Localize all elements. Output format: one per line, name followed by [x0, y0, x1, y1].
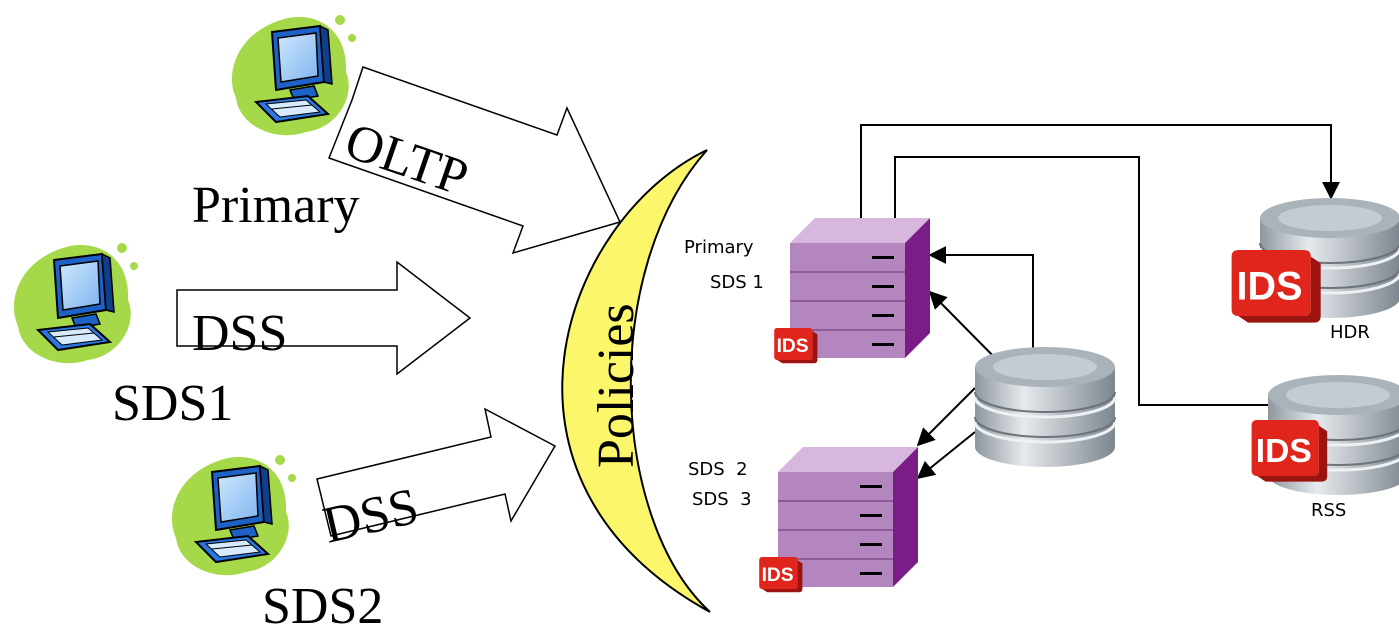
replica-label-rss: RSS — [1311, 500, 1346, 521]
client-sds1-computer-icon — [12, 242, 140, 365]
ids-badge-icon: IDS — [1231, 250, 1321, 323]
client-label-primary: Primary — [192, 177, 360, 234]
policies-label: Policies — [588, 303, 645, 468]
client-primary-computer-icon — [230, 14, 357, 137]
ids-badge-icon: IDS — [1251, 420, 1328, 482]
replica-label-hdr: HDR — [1330, 322, 1370, 343]
line-shared-disk-to-sds2 — [916, 387, 976, 447]
line-shared-disk-to-primary — [928, 246, 1042, 370]
dss-arrow-2 — [316, 407, 557, 537]
dss-arrow-1 — [176, 260, 472, 376]
svg-text:IDS: IDS — [762, 565, 794, 586]
svg-text:IDS: IDS — [777, 336, 809, 357]
client-label-sds1: SDS1 — [112, 375, 233, 432]
flow-label-dss-1: DSS — [192, 305, 287, 362]
line-shared-disk-to-sds3 — [916, 431, 976, 480]
server-label-sds1: SDS 1 — [710, 272, 764, 293]
shared-disk-icon — [973, 345, 1117, 469]
client-sds2-computer-icon — [170, 454, 297, 577]
server-label-sds3: SDS 3 — [692, 489, 752, 510]
server-label-primary: Primary — [684, 237, 754, 258]
svg-text:IDS: IDS — [1256, 433, 1312, 470]
line-hdr-link — [894, 156, 1268, 406]
ids-badge-icon: IDS — [759, 557, 803, 593]
svg-text:IDS: IDS — [1237, 265, 1303, 309]
ids-badge-icon: IDS — [774, 328, 818, 364]
policies-shape — [561, 149, 711, 613]
client-label-sds2: SDS2 — [262, 578, 383, 628]
server-label-sds2: SDS 2 — [688, 459, 748, 480]
line-primary-to-hdr — [860, 124, 1340, 218]
